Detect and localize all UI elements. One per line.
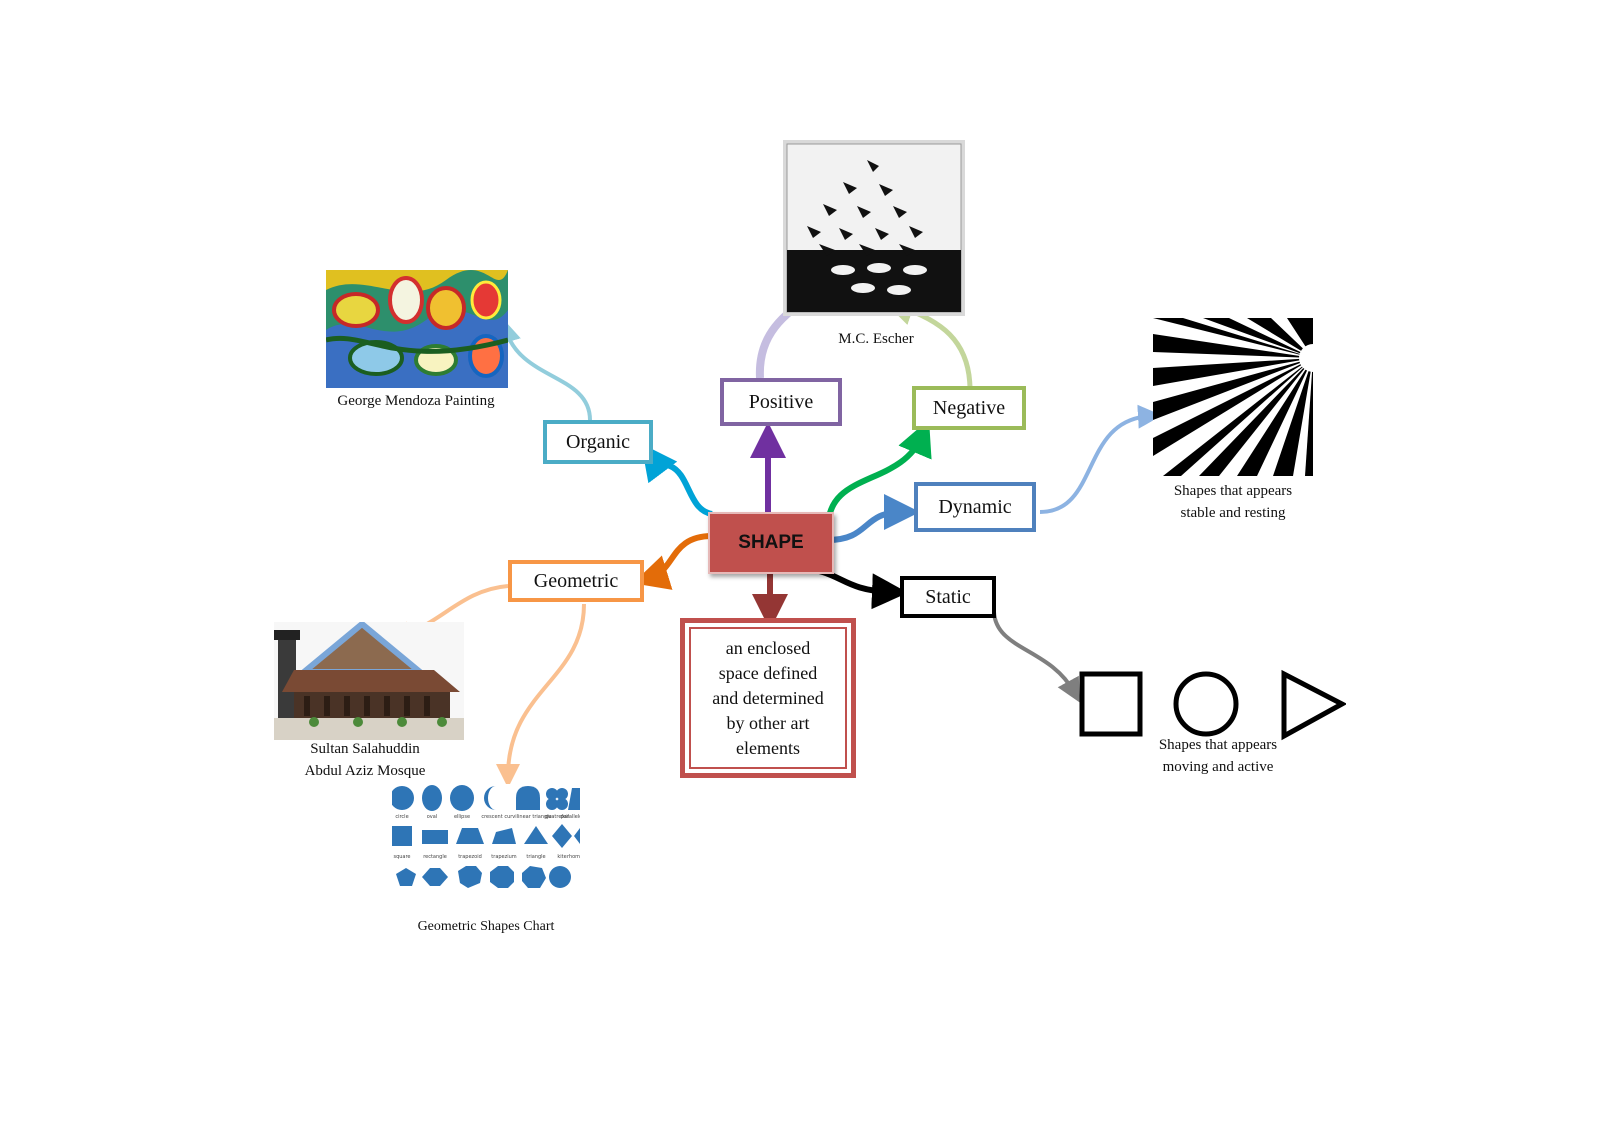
central-topic-label: SHAPE <box>738 532 804 553</box>
escher-artwork-image <box>783 140 965 316</box>
node-dynamic: Dynamic <box>914 482 1036 532</box>
chart-caption: Geometric Shapes Chart <box>417 919 555 934</box>
square-shape-icon <box>1079 671 1143 737</box>
circle-shape-icon <box>1173 671 1239 737</box>
basic-shapes-image <box>1079 669 1346 741</box>
connector-organic <box>641 443 713 517</box>
definition-box: an enclosed space defined and determined… <box>680 618 856 778</box>
static-caption: Shapes that appears moving and active <box>1128 734 1308 778</box>
connector-negative <box>824 419 932 531</box>
node-geometric: Geometric <box>508 560 644 602</box>
node-static: Static <box>900 576 996 618</box>
mosque-caption-line-1: Sultan Salahuddin <box>310 741 420 757</box>
definition-line-1: an enclosed <box>725 637 811 658</box>
sunburst-lines-image <box>1153 318 1313 476</box>
chart-label-triangle: triangle <box>526 854 545 860</box>
central-topic: SHAPE <box>708 512 834 574</box>
geometric-shapes-chart-image: circle oval ellipse crescent curvilinear… <box>392 784 580 904</box>
chart-label-square: square <box>393 854 410 860</box>
chart-label-parallelogram: parallelogram <box>561 814 580 820</box>
connector-geometric <box>632 533 713 590</box>
node-negative: Negative <box>912 386 1026 430</box>
chart-label-quatrefoil: quatrefoil <box>545 814 569 820</box>
chart-label-circle: circle <box>395 814 408 820</box>
definition-line-4: by other art <box>726 712 810 733</box>
definition-line-3: and determined <box>712 687 824 708</box>
static-caption-line-1: Shapes that appears <box>1158 737 1278 753</box>
mosque-photo-image <box>274 622 464 740</box>
chart-label-oval: oval <box>427 814 437 820</box>
connector-dynamic <box>827 494 920 543</box>
definition-line-5: elements <box>736 737 800 758</box>
chart-label-trapezoid: trapezoid <box>458 854 482 860</box>
triangle-shape-icon <box>1281 669 1346 741</box>
chart-label-crescent: crescent <box>481 814 502 820</box>
escher-caption: M.C. Escher <box>838 331 914 347</box>
chart-label-rhombus: rhombus <box>567 854 580 860</box>
connector-static-image <box>992 611 1080 703</box>
chart-label-trapezium: trapezium <box>491 854 517 860</box>
dynamic-caption: Shapes that appears stable and resting <box>1143 480 1323 524</box>
mendoza-painting-image <box>326 270 508 388</box>
chart-label-rectangle: rectangle <box>423 854 447 860</box>
definition-line-2: space defined <box>718 662 818 683</box>
node-positive: Positive <box>720 378 842 426</box>
static-caption-line-2: moving and active <box>1162 759 1274 775</box>
connector-organic-image <box>497 318 592 421</box>
connector-geometric-chart <box>496 603 586 788</box>
dynamic-caption-line-2: stable and resting <box>1180 505 1286 521</box>
dynamic-caption-line-1: Shapes that appears <box>1173 483 1293 499</box>
chart-label-ellipse: ellipse <box>454 814 470 820</box>
mosque-caption: Sultan Salahuddin Abdul Aziz Mosque <box>282 738 448 782</box>
connector-dynamic-image <box>1039 404 1162 514</box>
mendoza-caption: George Mendoza Painting <box>337 393 495 409</box>
node-organic: Organic <box>543 420 653 464</box>
chart-label-curvilinear-triangle: curvilinear triangle <box>504 814 551 820</box>
mosque-caption-line-2: Abdul Aziz Mosque <box>304 763 426 779</box>
chart-label-kite: kite <box>557 854 566 860</box>
